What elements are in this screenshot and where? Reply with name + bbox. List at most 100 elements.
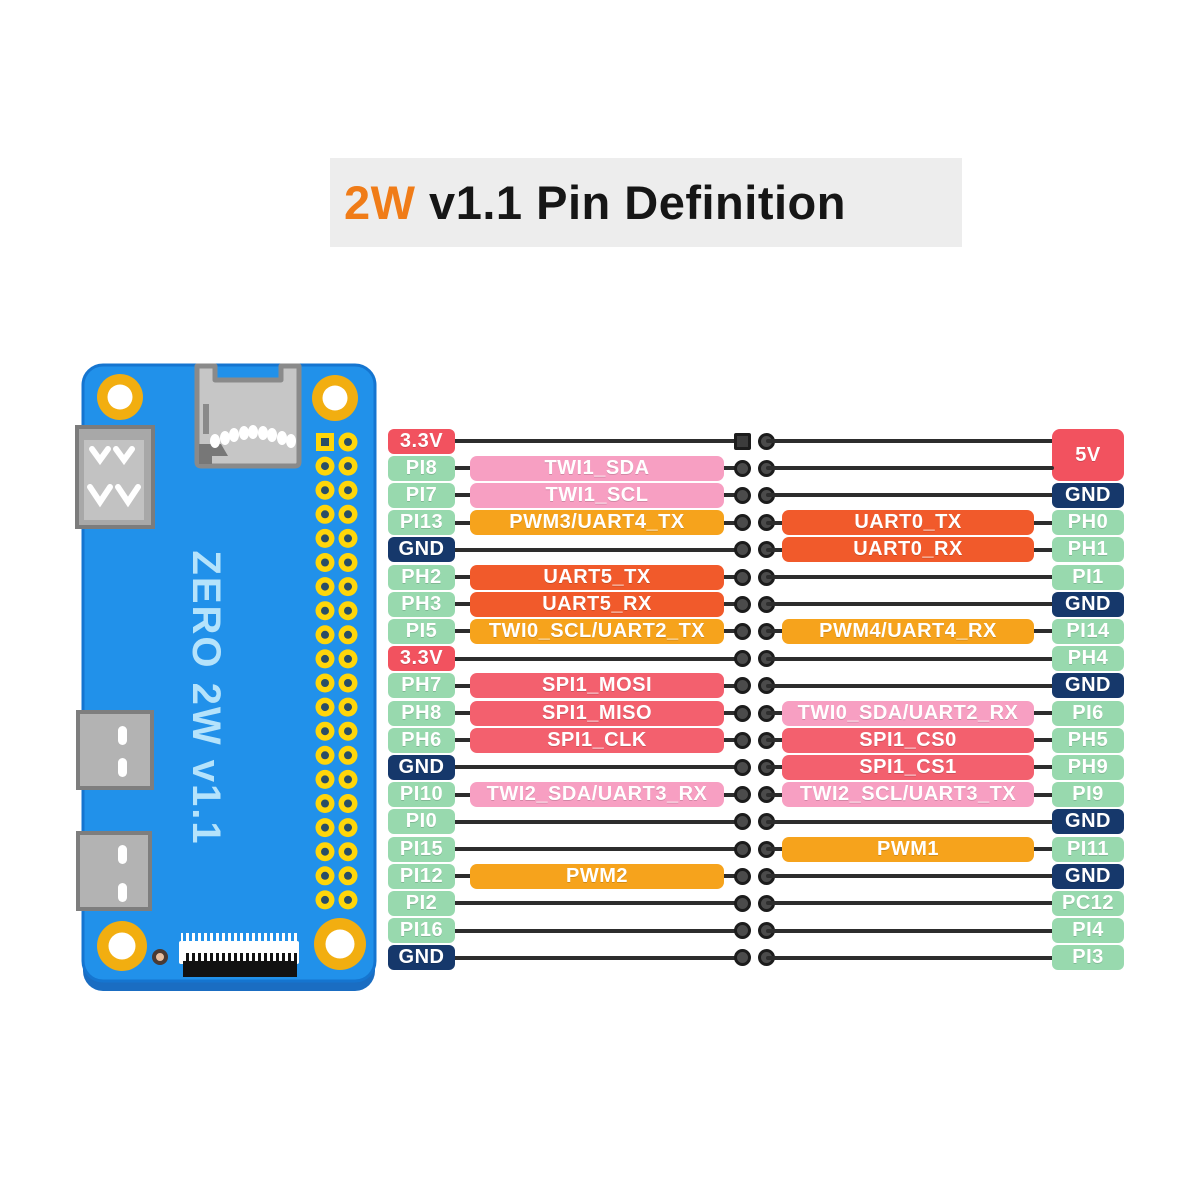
func-pwm1: PWM1 — [782, 836, 1034, 862]
header-pin-dot — [733, 568, 751, 586]
gpio-pin-hole-center — [321, 679, 329, 687]
wire-segment — [1030, 738, 1054, 743]
wire-segment — [453, 711, 474, 715]
pin-left-pi12: PI12 — [388, 863, 455, 889]
gpio-pin-hole-center — [321, 727, 329, 736]
test-point — [152, 949, 168, 965]
mini-hdmi-connector — [75, 425, 155, 529]
header-pin1-square — [733, 432, 751, 450]
gpio-pin-hole-center — [321, 654, 329, 663]
usb-connector-2 — [76, 831, 152, 911]
gpio-pin-hole-center — [344, 703, 352, 712]
gpio-pin-hole-center — [344, 486, 352, 495]
func-spi1-clk: SPI1_CLK — [470, 727, 724, 753]
gpio-pin-hole-center — [321, 486, 329, 495]
func-twi0-sda-uart2-rx: TWI0_SDA/UART2_RX — [782, 700, 1034, 726]
pin-right-pi3: PI3 — [1052, 945, 1124, 971]
wire-segment — [720, 792, 742, 797]
wire-segment — [766, 602, 1054, 607]
gpio-pin-hole-center — [344, 654, 352, 663]
header-pin-dot — [733, 786, 751, 804]
wire-segment — [1030, 792, 1054, 797]
wire-segment — [766, 901, 1054, 906]
wire-segment — [1030, 520, 1054, 525]
pin-right-gnd: GND — [1052, 673, 1124, 699]
func-pwm2: PWM2 — [470, 863, 724, 889]
gpio-pin-hole-center — [344, 823, 352, 832]
ffc-connector — [179, 933, 299, 977]
gpio-pin-hole-center — [344, 534, 352, 543]
mounting-hole-top-left — [97, 374, 143, 420]
gpio-pin-hole-center — [321, 703, 329, 712]
pin-left-pi10: PI10 — [388, 782, 455, 808]
func-twi2-scl-uart3-tx: TWI2_SCL/UART3_TX — [782, 782, 1034, 808]
pin-right-ph5: PH5 — [1052, 727, 1124, 753]
gpio-pin-hole-center — [344, 558, 352, 567]
wire-segment — [766, 847, 786, 851]
wire-segment — [453, 928, 742, 933]
func-twi1-sda: TWI1_SDA — [470, 455, 724, 481]
wire-segment — [720, 602, 742, 607]
wire-segment — [720, 683, 742, 688]
header-pin-dot — [733, 650, 751, 668]
gpio-pin-hole-center — [321, 799, 329, 808]
wire-segment — [453, 629, 474, 634]
gpio-pin-hole-center — [321, 823, 329, 832]
wire-segment — [453, 901, 742, 906]
wire-segment — [453, 819, 742, 824]
pin-left-ph6: PH6 — [388, 727, 455, 753]
wire-segment — [453, 874, 474, 879]
wire-segment — [1030, 711, 1054, 715]
pin-right-pi4: PI4 — [1052, 918, 1124, 944]
board-label: ZERO 2W v1.1 — [184, 550, 228, 845]
func-spi1-cs0: SPI1_CS0 — [782, 727, 1034, 753]
pin-left-gnd: GND — [388, 945, 455, 971]
wire-segment — [720, 493, 742, 498]
func-pwm4-uart4-rx: PWM4/UART4_RX — [782, 618, 1034, 644]
gpio-pin-hole-center — [344, 462, 352, 471]
wire-segment — [720, 629, 742, 634]
func-twi0-scl-uart2-tx: TWI0_SCL/UART2_TX — [470, 618, 724, 644]
wire-segment — [766, 683, 1054, 688]
func-spi1-mosi: SPI1_MOSI — [470, 673, 724, 699]
gpio-pin-hole-center — [344, 582, 352, 591]
pin-left-ph7: PH7 — [388, 673, 455, 699]
gpio-pin-hole-center — [321, 775, 329, 784]
header-pin-dot — [733, 840, 751, 858]
wire-segment — [1030, 765, 1054, 770]
wire-segment — [453, 439, 742, 443]
func-uart5-tx: UART5_TX — [470, 564, 724, 590]
pin-left-pi15: PI15 — [388, 836, 455, 862]
wire-segment — [766, 955, 1054, 960]
pin-right-pi9: PI9 — [1052, 782, 1124, 808]
page-title: v1.1 Pin Definition — [415, 176, 846, 229]
wire-segment — [720, 466, 742, 471]
wire-segment — [453, 765, 742, 770]
func-twi1-scl: TWI1_SCL — [470, 482, 724, 508]
gpio-pin-hole-center — [344, 679, 352, 687]
wire-segment — [453, 493, 474, 498]
gpio-pin-hole-center — [321, 630, 329, 639]
wire-segment — [453, 738, 474, 743]
header-pin-dot — [733, 595, 751, 613]
pin-left-gnd: GND — [388, 754, 455, 780]
pin-left-pi16: PI16 — [388, 918, 455, 944]
gpio-pin-hole-center — [344, 775, 352, 784]
func-uart0-rx: UART0_RX — [782, 537, 1034, 563]
pin-left-pi5: PI5 — [388, 618, 455, 644]
pin-right-5v: 5V — [1052, 428, 1124, 481]
header-pin-dot — [733, 704, 751, 722]
header-pin-dot — [733, 541, 751, 559]
pin-right-pc12: PC12 — [1052, 890, 1124, 916]
wire-segment — [1030, 847, 1054, 851]
pin-right-gnd: GND — [1052, 591, 1124, 617]
wire-segment — [766, 819, 1054, 824]
header-pin-dot — [733, 894, 751, 912]
gpio-pin-hole-center — [321, 871, 329, 880]
wire-segment — [766, 792, 786, 797]
gpio-pin-hole-center — [344, 895, 352, 904]
board-pcb — [81, 363, 377, 983]
pin-right-pi14: PI14 — [1052, 618, 1124, 644]
